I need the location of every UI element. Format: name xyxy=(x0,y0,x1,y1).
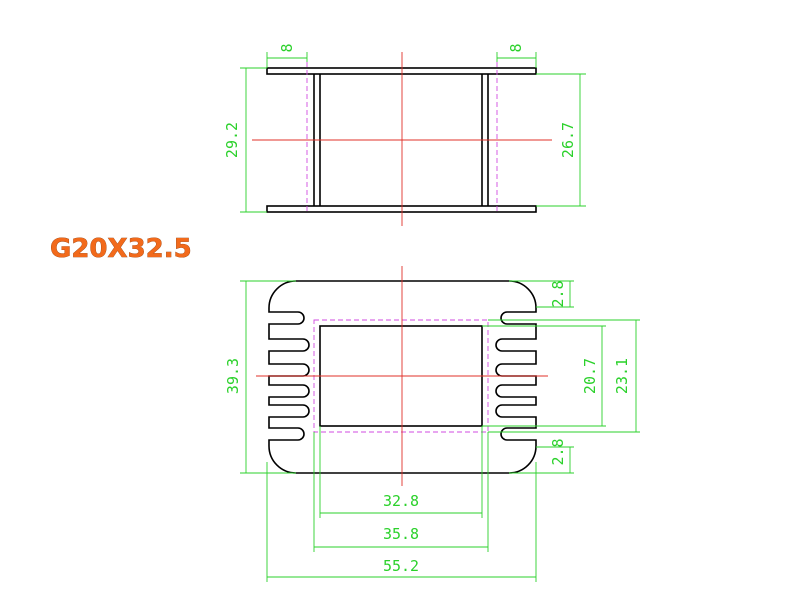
front-view: 39.3 2.8 2.8 20.7 23.1 32.8 xyxy=(224,266,640,582)
part-title: G20X32.5 xyxy=(50,234,192,264)
dim-dashed-height: 23.1 xyxy=(613,358,631,394)
dim-dashed-width: 35.8 xyxy=(383,525,419,543)
dim-total-height: 39.3 xyxy=(224,358,242,394)
dim-inner-height: 26.7 xyxy=(559,122,577,158)
top-flange xyxy=(266,67,537,75)
dim-flange-left: 8 xyxy=(278,43,296,52)
dim-flange-right: 8 xyxy=(507,43,525,52)
dim-outer-height: 29.2 xyxy=(223,122,241,158)
dim-bottom-gap: 2.8 xyxy=(549,438,567,465)
dim-total-width: 55.2 xyxy=(383,557,419,575)
bobbin-outline xyxy=(268,280,537,474)
dim-top-gap: 2.8 xyxy=(549,280,567,307)
bottom-flange xyxy=(266,205,537,213)
top-view: 8 8 29.2 26.7 xyxy=(223,43,586,226)
dim-window-width: 32.8 xyxy=(383,492,419,510)
dim-window-height: 20.7 xyxy=(581,358,599,394)
